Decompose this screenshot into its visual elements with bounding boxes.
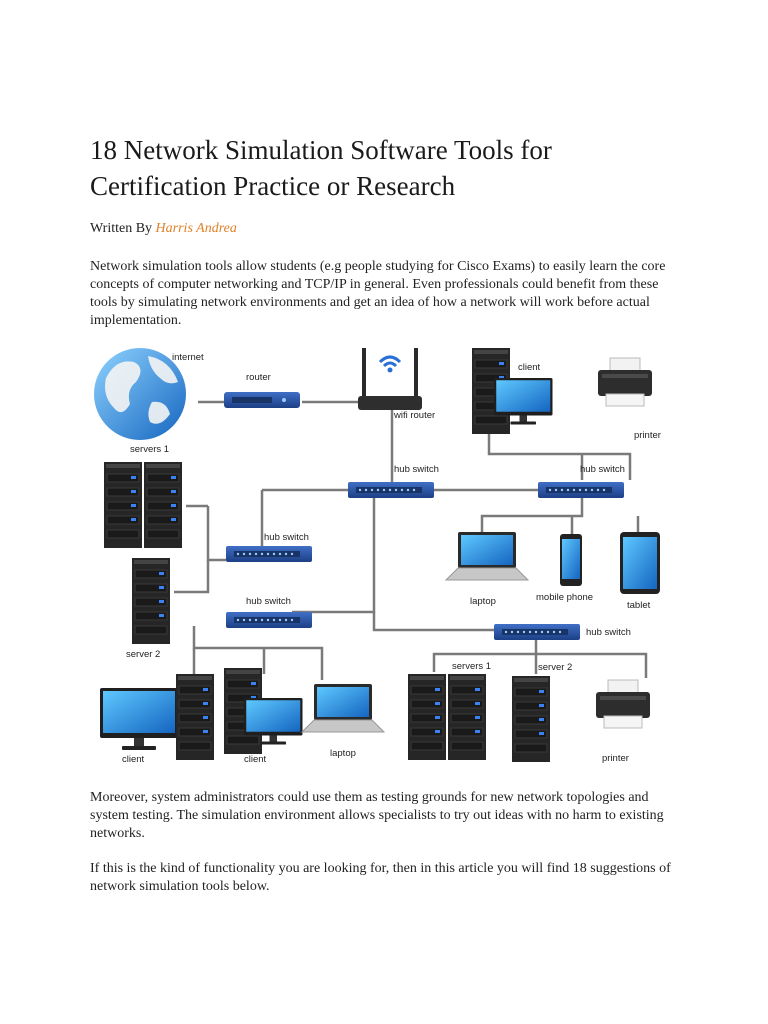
label-client-top: client: [518, 362, 541, 373]
printer-top-icon: [597, 357, 653, 407]
servers1-right-icon: [407, 673, 487, 761]
page-title: 18 Network Simulation Software Tools for…: [90, 135, 552, 201]
label-router: router: [246, 372, 271, 383]
hub-switch-right-icon: [538, 482, 624, 498]
body-paragraph-2: Moreover, system administrators could us…: [90, 790, 664, 841]
label-hub-switch-center: hub switch: [394, 464, 439, 475]
mobile-phone-icon: [560, 534, 582, 586]
label-printer-top: printer: [634, 430, 661, 441]
label-server2-left: server 2: [126, 649, 160, 660]
hub-switch-lower-right-icon: [494, 624, 580, 640]
byline: Written By Harris Andrea: [90, 221, 237, 237]
label-wifi-router: wifi router: [393, 410, 435, 421]
label-servers1-right: servers 1: [452, 661, 491, 672]
wifi-router-icon: [358, 348, 422, 410]
label-printer-bottom: printer: [602, 753, 629, 764]
label-hub-switch-right: hub switch: [580, 464, 625, 475]
label-client-bottom1: client: [122, 754, 145, 765]
intro-paragraph: Network simulation tools allow students …: [90, 259, 666, 328]
label-hub-switch-lower-right: hub switch: [586, 627, 631, 638]
router-icon: [224, 392, 300, 408]
tablet-icon: [620, 532, 660, 594]
label-client-bottom2: client: [244, 754, 267, 765]
label-hub-switch-lower-left: hub switch: [246, 596, 291, 607]
server2-right-icon: [511, 675, 551, 763]
laptop-mid-icon: [445, 531, 529, 581]
hub-switch-lower-left-icon: [226, 612, 312, 628]
hub-switch-left-icon: [226, 546, 312, 562]
globe-icon: [94, 348, 186, 440]
body-paragraph-3: If this is the kind of functionality you…: [90, 861, 671, 894]
author-link[interactable]: Harris Andrea: [155, 221, 237, 236]
client-bottom1-icon: [100, 673, 215, 761]
byline-prefix: Written By: [90, 221, 153, 236]
network-diagram: internet router wifi router client print…: [94, 347, 661, 765]
printer-bottom-icon: [595, 679, 651, 729]
label-mobile-phone: mobile phone: [536, 592, 593, 603]
label-hub-switch-left: hub switch: [264, 532, 309, 543]
hub-switch-center-icon: [348, 482, 434, 498]
client-top-icon: [471, 347, 553, 435]
server2-left-icon: [131, 557, 171, 645]
laptop-bottom-icon: [301, 683, 385, 733]
label-tablet: tablet: [627, 600, 651, 611]
label-server2-right: server 2: [538, 662, 572, 673]
client-bottom2-icon: [223, 667, 303, 755]
label-internet: internet: [172, 352, 204, 363]
servers1-left-icon: [103, 461, 183, 549]
label-servers1-left: servers 1: [130, 444, 169, 455]
label-laptop-mid: laptop: [470, 596, 496, 607]
cables: [174, 400, 648, 680]
label-laptop-bottom: laptop: [330, 748, 356, 759]
